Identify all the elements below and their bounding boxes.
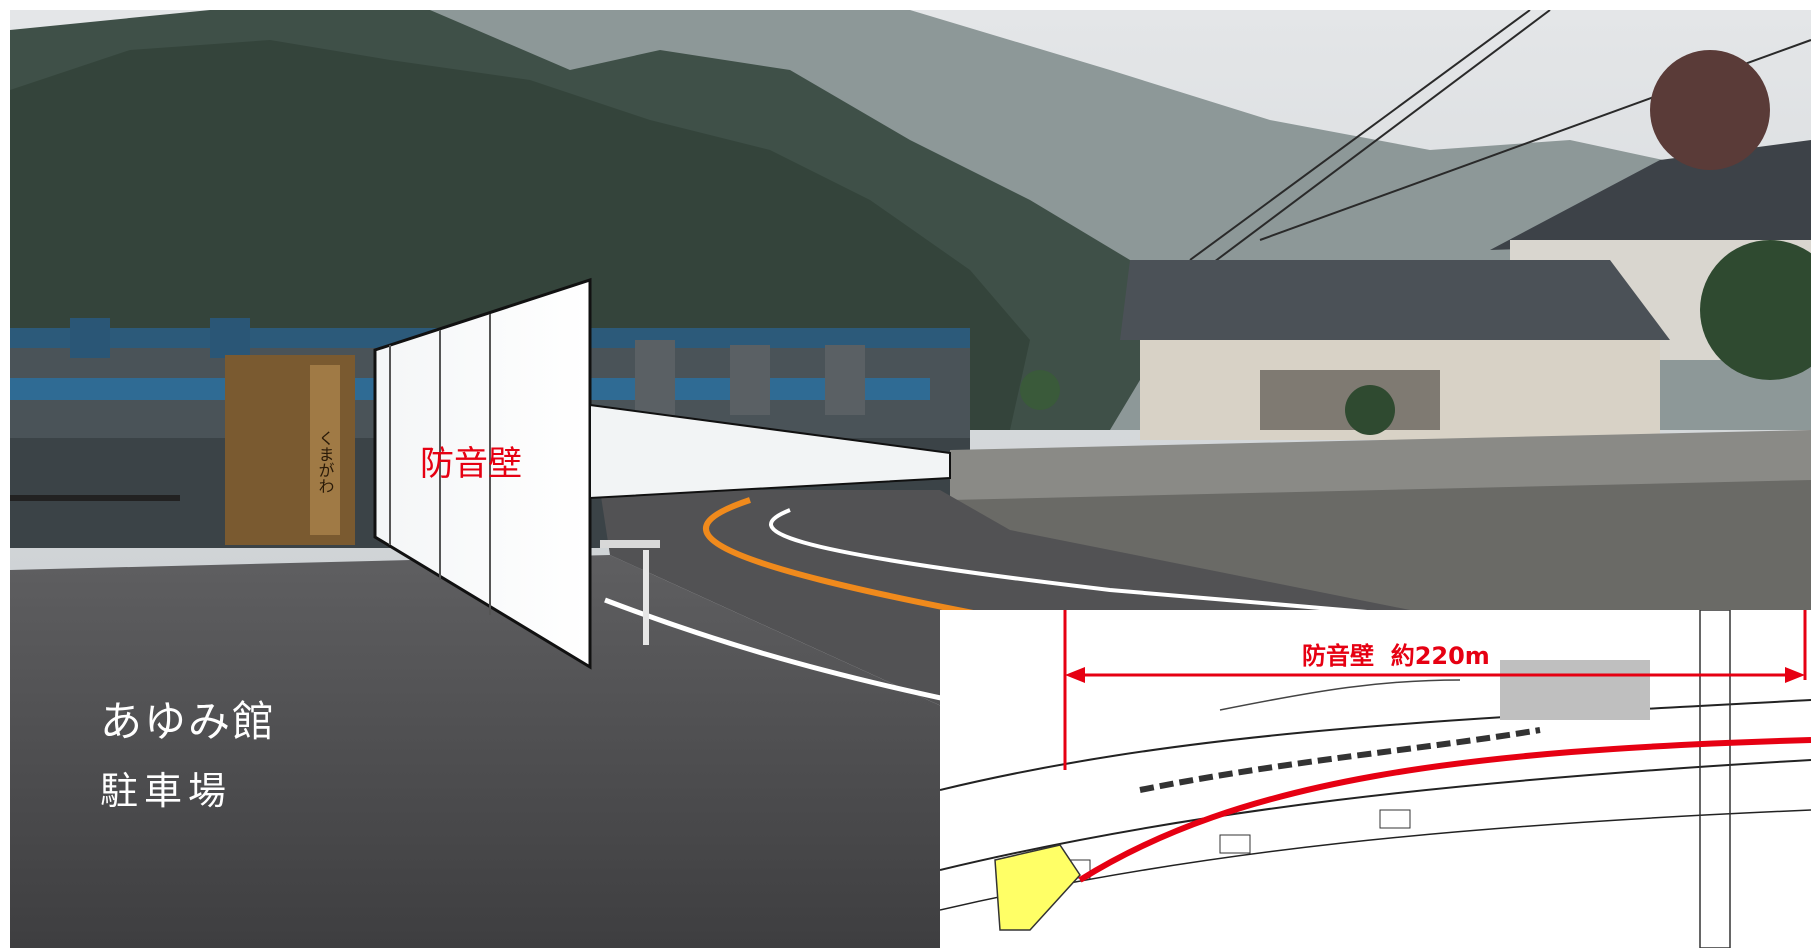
wall-label: 防音壁 bbox=[420, 444, 522, 484]
dam-tower bbox=[635, 340, 675, 415]
plan-building bbox=[1500, 660, 1650, 720]
dam-tower bbox=[825, 345, 865, 415]
arrowhead-right bbox=[1785, 667, 1805, 683]
railing bbox=[10, 495, 180, 501]
parking-highlight bbox=[994, 844, 1081, 931]
tree bbox=[1650, 50, 1770, 170]
plan-contour bbox=[1219, 679, 1461, 711]
shrub bbox=[1020, 370, 1060, 410]
tree bbox=[1700, 240, 1811, 380]
plan-house bbox=[1219, 834, 1251, 854]
road-center-line bbox=[703, 497, 1011, 623]
parking-lot bbox=[10, 555, 950, 948]
shrub bbox=[1345, 385, 1395, 435]
noise-barrier-near bbox=[373, 277, 592, 670]
road-edge-line bbox=[769, 508, 1811, 652]
power-line bbox=[1189, 10, 1531, 261]
house-roof-back bbox=[1490, 140, 1811, 250]
arrowhead-left bbox=[1065, 667, 1085, 683]
house-roof-front bbox=[1120, 260, 1670, 340]
dam-tower bbox=[210, 318, 250, 358]
scene-photo: くまがわ 防音壁 bbox=[10, 10, 1811, 948]
power-line bbox=[1209, 10, 1551, 266]
guardrail bbox=[600, 540, 660, 548]
plan-house bbox=[1379, 809, 1411, 829]
dam-tower bbox=[70, 318, 110, 358]
plan-bridge bbox=[1699, 610, 1731, 948]
location-sub-label: 駐車場 bbox=[100, 769, 233, 813]
plan-drawing bbox=[940, 610, 1811, 948]
barrier-line bbox=[1078, 737, 1811, 883]
plan-road-edge bbox=[940, 699, 1811, 791]
location-label: あゆみ館 bbox=[100, 697, 277, 746]
noise-barrier-far bbox=[589, 403, 951, 500]
guardrail-post bbox=[643, 550, 649, 645]
sign-board bbox=[310, 365, 340, 535]
barrier-length-label: 防音壁 約220m bbox=[1302, 642, 1490, 670]
plan-structure bbox=[1139, 727, 1541, 793]
dam-tower bbox=[730, 345, 770, 415]
sign-text: くまがわ bbox=[316, 430, 335, 494]
inset-plan-map: 防音壁 約220m bbox=[940, 610, 1811, 948]
plan-road-edge bbox=[940, 759, 1811, 871]
